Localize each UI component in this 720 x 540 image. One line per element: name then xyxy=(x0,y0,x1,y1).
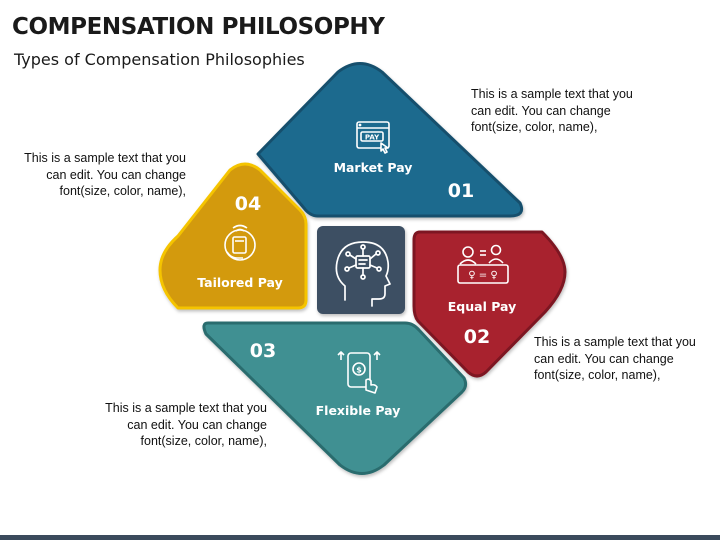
description-tailored-pay: This is a sample text that you can edit.… xyxy=(24,151,186,198)
tailored-pay-label: Tailored Pay xyxy=(197,275,282,290)
equal-people-icon: ♀ = ♀ xyxy=(457,244,509,284)
phone-dollar-icon: $ xyxy=(337,351,381,394)
description-market-pay: This is a sample text that you can edit.… xyxy=(471,87,633,134)
description-equal-pay: This is a sample text that you can edit.… xyxy=(534,335,696,382)
pay-screen-icon: PAY xyxy=(356,121,390,154)
bottom-bar xyxy=(0,535,720,540)
flexible-pay-label: Flexible Pay xyxy=(316,403,401,418)
tailored-pay-number: 04 xyxy=(235,193,261,215)
svg-text:♀ = ♀: ♀ = ♀ xyxy=(468,270,497,281)
svg-text:$: $ xyxy=(356,366,362,375)
flexible-pay-shape: $ Flexible Pay 03 xyxy=(202,321,468,475)
equal-pay-number: 02 xyxy=(464,326,490,348)
tailored-pay-shape: Tailored Pay 04 xyxy=(158,162,308,310)
equal-pay-label: Equal Pay xyxy=(448,299,516,314)
description-flexible-pay: This is a sample text that you can edit.… xyxy=(105,401,267,448)
hand-card-icon xyxy=(224,224,256,261)
market-pay-shape: PAY Market Pay 01 xyxy=(256,62,524,218)
market-pay-number: 01 xyxy=(448,180,474,202)
page-title: COMPENSATION PHILOSOPHY xyxy=(12,14,385,40)
equal-pay-shape: ♀ = ♀ Equal Pay 02 xyxy=(412,230,567,378)
flexible-pay-number: 03 xyxy=(250,340,276,362)
brain-circuit-icon xyxy=(335,241,391,307)
svg-text:PAY: PAY xyxy=(365,134,380,142)
page-subtitle: Types of Compensation Philosophies xyxy=(14,50,305,69)
center-square xyxy=(317,226,405,314)
market-pay-label: Market Pay xyxy=(334,160,413,175)
